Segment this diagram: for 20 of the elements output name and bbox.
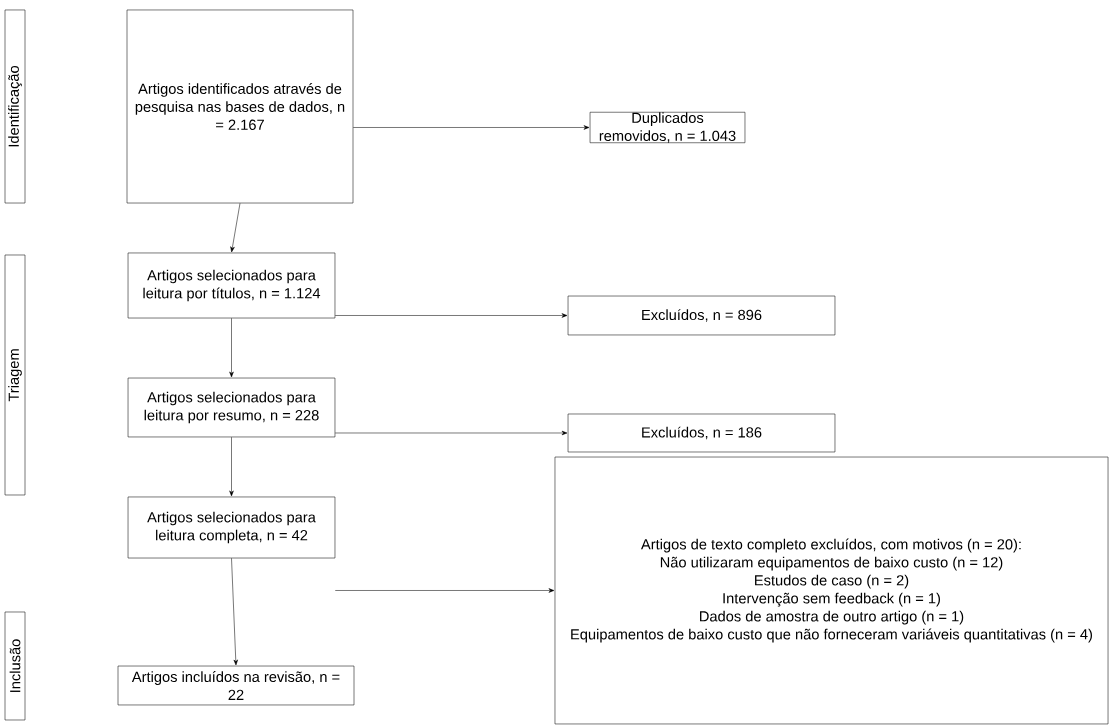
process-box: Artigos selecionados para leitura por títulos, n = 1.124	[127, 252, 336, 319]
arrow	[230, 203, 241, 253]
process-box: Excluídos, n = 186	[567, 413, 836, 453]
process-box: Artigos selecionados para leitura completa, n = 42	[127, 496, 336, 559]
arrow	[229, 436, 234, 497]
process-box: Artigos incluídos na revisão, n = 22	[117, 665, 355, 706]
process-box: Artigos de texto completo excluídos, com motivos (n = 20): Não utilizaram equipamentos de baixo custo (n = 12) Estudos de caso (n = 2) Intervenção sem feedback (n = 1) Dados de amostra de outro artigo (n = 1) Equipamentos de baixo custo que não forneceram variáveis quantitativas (n = 4)	[554, 456, 1109, 725]
arrow	[229, 318, 234, 378]
process-box: Artigos selecionados para leitura por resumo, n = 228	[127, 377, 336, 438]
arrow	[353, 125, 590, 130]
process-box: Duplicados removidos, n = 1.043	[589, 112, 746, 143]
phase-label: Inclusão	[4, 611, 26, 721]
phase-label: Identificação	[4, 9, 26, 204]
process-box: Excluídos, n = 896	[567, 295, 836, 336]
arrow	[334, 313, 568, 318]
process-box: Artigos identificados através de pesquisa nas bases de dados, n = 2.167	[126, 9, 354, 204]
arrow	[334, 588, 555, 593]
phase-label: Triagem	[4, 254, 26, 496]
arrow	[231, 558, 238, 666]
arrow	[334, 430, 568, 436]
